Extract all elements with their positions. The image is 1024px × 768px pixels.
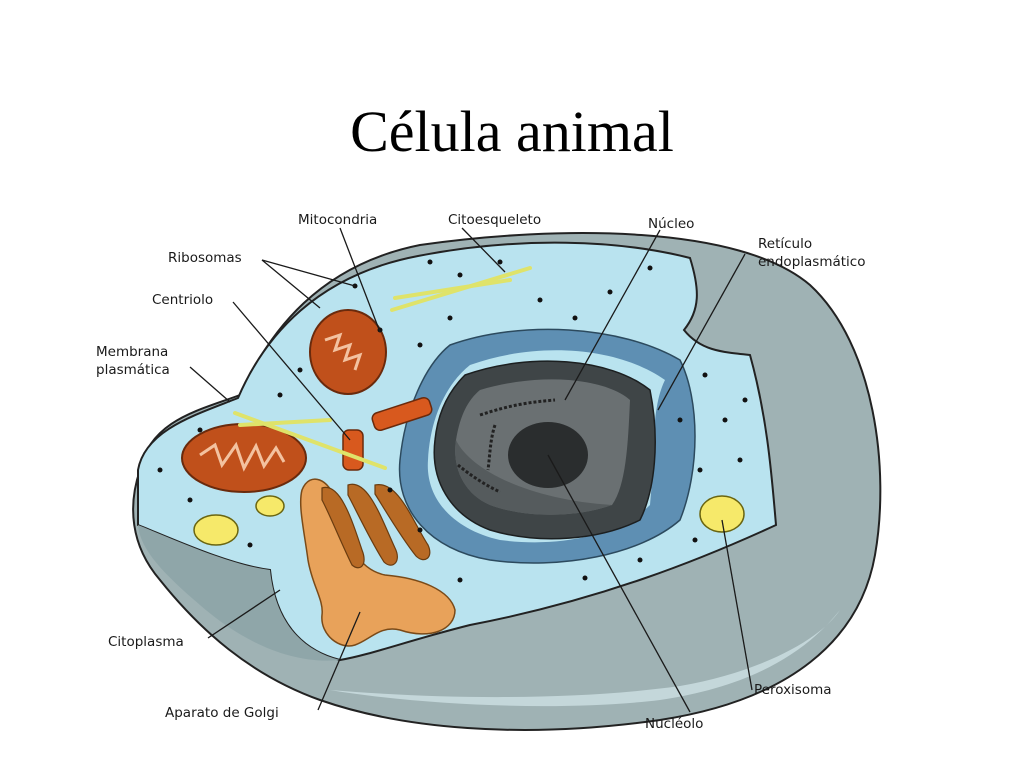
cell-body-highlight [330, 610, 840, 707]
label-centriolo: Centriolo [152, 292, 213, 308]
chromatin [457, 463, 501, 494]
label-membrana-1: Membrana [96, 344, 168, 360]
centriole [371, 396, 433, 432]
label-leaders [189, 227, 753, 713]
golgi-cisterna [321, 486, 365, 569]
nucleus-cut [455, 440, 612, 515]
label-nucleo: Núcleo [648, 216, 694, 232]
label-mitocondria: Mitocondria [298, 212, 377, 228]
label-reticulo-2: endoplasmático [758, 254, 865, 270]
vesicle [193, 514, 239, 546]
label-reticulo-1: Retículo [758, 236, 812, 252]
vesicle [255, 495, 285, 517]
golgi-cisterna [347, 483, 398, 566]
page-title: Célula animal [350, 99, 674, 164]
label-citoesqueleto: Citoesqueleto [448, 212, 541, 228]
cytoskeleton [233, 266, 532, 470]
label-membrana-2: plasmática [96, 362, 170, 378]
label-citoplasma: Citoplasma [108, 634, 184, 650]
golgi-cisterna [374, 484, 431, 561]
peroxisome [699, 495, 745, 533]
chromatin [486, 424, 497, 471]
mitochondrion-cristae [199, 441, 286, 472]
chromatin [479, 398, 556, 417]
cut-surface [138, 525, 340, 661]
label-ribosomas: Ribosomas [168, 250, 242, 266]
mitochondrion-cristae [324, 332, 363, 371]
label-aparato-golgi: Aparato de Golgi [165, 705, 279, 721]
label-peroxisoma: Peroxisoma [754, 682, 832, 698]
label-nucleolo: Nucléolo [645, 716, 703, 732]
